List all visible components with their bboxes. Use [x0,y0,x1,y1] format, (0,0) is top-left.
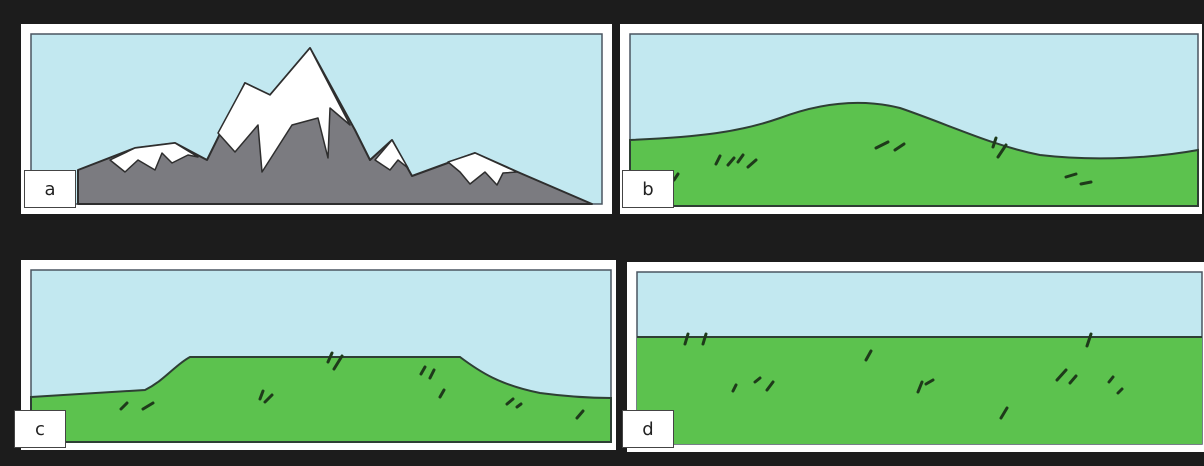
panel-c [21,260,616,450]
panel-d [627,262,1204,452]
panel-b-label: b [622,170,674,208]
panel-a [21,24,612,214]
panel-c-label: c [14,410,66,448]
panel-a-label: a [24,170,76,208]
panel-d-label: d [622,410,674,448]
panel-b [620,24,1202,214]
